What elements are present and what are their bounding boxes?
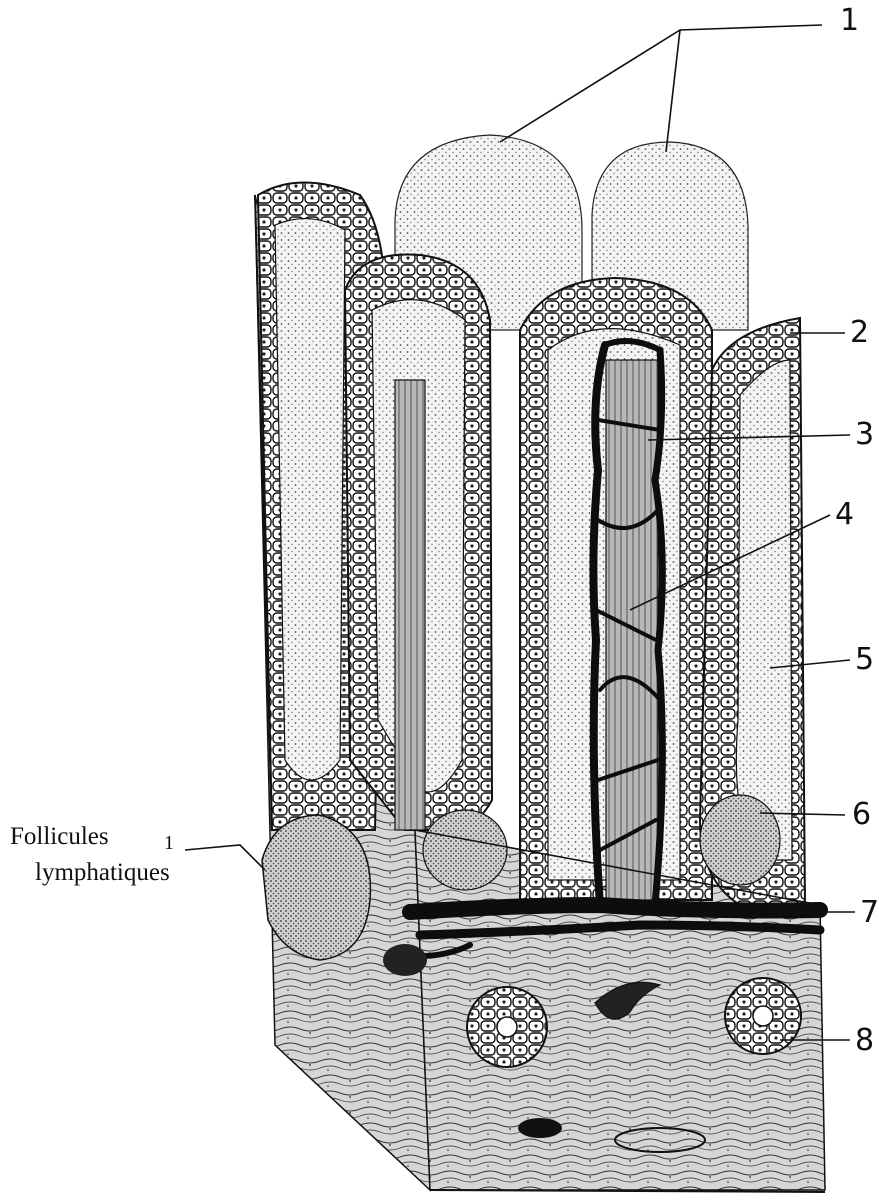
follicles-label-line1: Follicules bbox=[10, 822, 109, 852]
label-8: 8 bbox=[855, 1026, 874, 1056]
label-4: 4 bbox=[835, 500, 854, 530]
label-5: 5 bbox=[855, 645, 874, 675]
leader-line-follicles bbox=[185, 845, 265, 870]
label-3: 3 bbox=[855, 420, 874, 450]
leader-line-1b bbox=[666, 30, 680, 152]
leader-line-1a bbox=[500, 25, 822, 142]
follicles-label-mark: 1 bbox=[164, 828, 174, 858]
label-6: 6 bbox=[852, 800, 871, 830]
label-2: 2 bbox=[850, 318, 869, 348]
label-1: 1 bbox=[840, 6, 859, 36]
label-7: 7 bbox=[860, 898, 879, 928]
follicles-label-line2: lymphatiques bbox=[35, 858, 170, 888]
